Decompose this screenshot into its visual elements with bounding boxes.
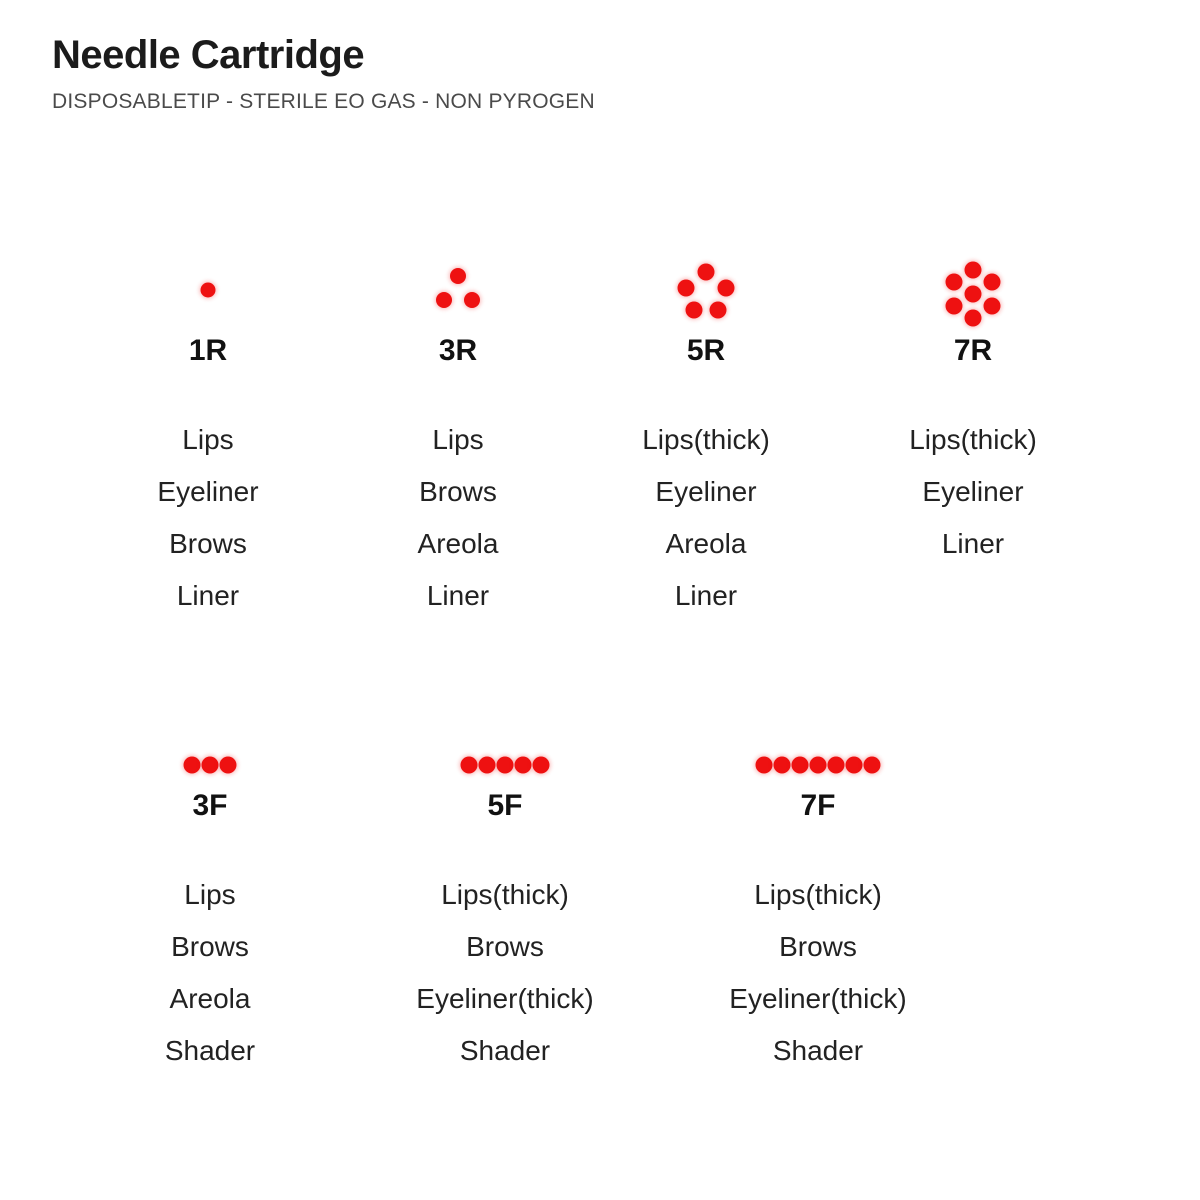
needle-use-item: Shader xyxy=(164,1035,256,1066)
needle-use-item: Brows xyxy=(779,931,857,962)
needle-use-item: Lips(thick) xyxy=(642,424,770,455)
needle-pattern-round-1-icon xyxy=(148,250,268,330)
needle-dot-icon xyxy=(809,756,827,774)
needle-use-item: Areola xyxy=(665,528,747,559)
needle-dot-icon xyxy=(436,292,452,308)
needle-dot-icon xyxy=(863,756,881,774)
needle-pattern-round-3-icon xyxy=(398,250,518,330)
needle-use-item: Brows xyxy=(419,476,497,507)
needle-use-item: Lips(thick) xyxy=(909,424,1037,455)
needle-pattern-flat-7-icon xyxy=(755,745,881,785)
needle-size-label: 5F xyxy=(487,789,523,822)
needle-use-item: Shader xyxy=(772,1035,864,1066)
needle-size-label: 1R xyxy=(188,334,228,367)
needle-dot-icon xyxy=(845,756,863,774)
needle-use-item: Brows xyxy=(171,931,249,962)
needle-dot-icon xyxy=(717,279,735,297)
needle-use-item: Liner xyxy=(674,580,738,611)
needle-dot-icon xyxy=(964,285,982,303)
needle-size-label: 3F xyxy=(192,789,228,822)
needle-size-label: 3R xyxy=(438,334,478,367)
needle-dot-icon xyxy=(964,309,982,327)
needle-dot-icon xyxy=(709,301,727,319)
needle-dot-icon xyxy=(201,756,219,774)
page-header: Needle Cartridge DISPOSABLETIP - STERILE… xyxy=(52,34,1152,114)
needle-pattern-round-7-icon xyxy=(913,250,1033,330)
needle-use-item: Eyeliner xyxy=(157,476,259,507)
needle-use-item: Lips(thick) xyxy=(754,879,882,910)
needle-use-item: Eyeliner(thick) xyxy=(416,983,594,1014)
needle-size-label: 7R xyxy=(953,334,993,367)
needle-use-item: Eyeliner(thick) xyxy=(729,983,907,1014)
needle-use-item: Liner xyxy=(426,580,490,611)
needle-use-item: Shader xyxy=(459,1035,551,1066)
needle-dot-icon xyxy=(964,261,982,279)
needle-dot-icon xyxy=(755,756,773,774)
needle-use-item: Lips xyxy=(184,879,236,910)
needle-dot-icon xyxy=(464,292,480,308)
needle-dot-icon xyxy=(514,756,532,774)
needle-dot-icon xyxy=(478,756,496,774)
needle-dot-icon xyxy=(200,282,216,298)
needle-dot-icon xyxy=(685,301,703,319)
needle-use-item: Areola xyxy=(417,528,499,559)
needle-dot-icon xyxy=(450,268,466,284)
needle-dot-icon xyxy=(697,263,715,281)
needle-use-item: Lips xyxy=(432,424,484,455)
needle-dot-icon xyxy=(945,273,963,291)
needle-dot-icon xyxy=(460,756,478,774)
needle-size-label: 7F xyxy=(800,789,836,822)
needle-use-item: Lips xyxy=(182,424,234,455)
page-subtitle: DISPOSABLETIP - STERILE EO GAS - NON PYR… xyxy=(52,90,595,113)
needle-dot-icon xyxy=(791,756,809,774)
needle-dot-icon xyxy=(827,756,845,774)
needle-dot-icon xyxy=(945,297,963,315)
needle-dot-icon xyxy=(219,756,237,774)
needle-use-item: Brows xyxy=(466,931,544,962)
needle-dot-icon xyxy=(496,756,514,774)
needle-dot-icon xyxy=(532,756,550,774)
needle-use-item: Areola xyxy=(169,983,251,1014)
page-title: Needle Cartridge xyxy=(52,33,365,77)
needle-use-item: Eyeliner xyxy=(655,476,757,507)
needle-use-item: Liner xyxy=(176,580,240,611)
needle-dot-icon xyxy=(983,297,1001,315)
needle-dot-icon xyxy=(677,279,695,297)
needle-dot-icon xyxy=(773,756,791,774)
needle-size-label: 5R xyxy=(686,334,726,367)
needle-use-item: Brows xyxy=(169,528,247,559)
needle-use-item: Liner xyxy=(941,528,1005,559)
needle-use-item: Eyeliner xyxy=(922,476,1024,507)
needle-pattern-round-5-icon xyxy=(646,250,766,330)
needle-dot-icon xyxy=(183,756,201,774)
needle-dot-icon xyxy=(983,273,1001,291)
needle-pattern-flat-3-icon xyxy=(150,745,270,785)
needle-use-item: Lips(thick) xyxy=(441,879,569,910)
needle-pattern-flat-5-icon xyxy=(445,745,565,785)
